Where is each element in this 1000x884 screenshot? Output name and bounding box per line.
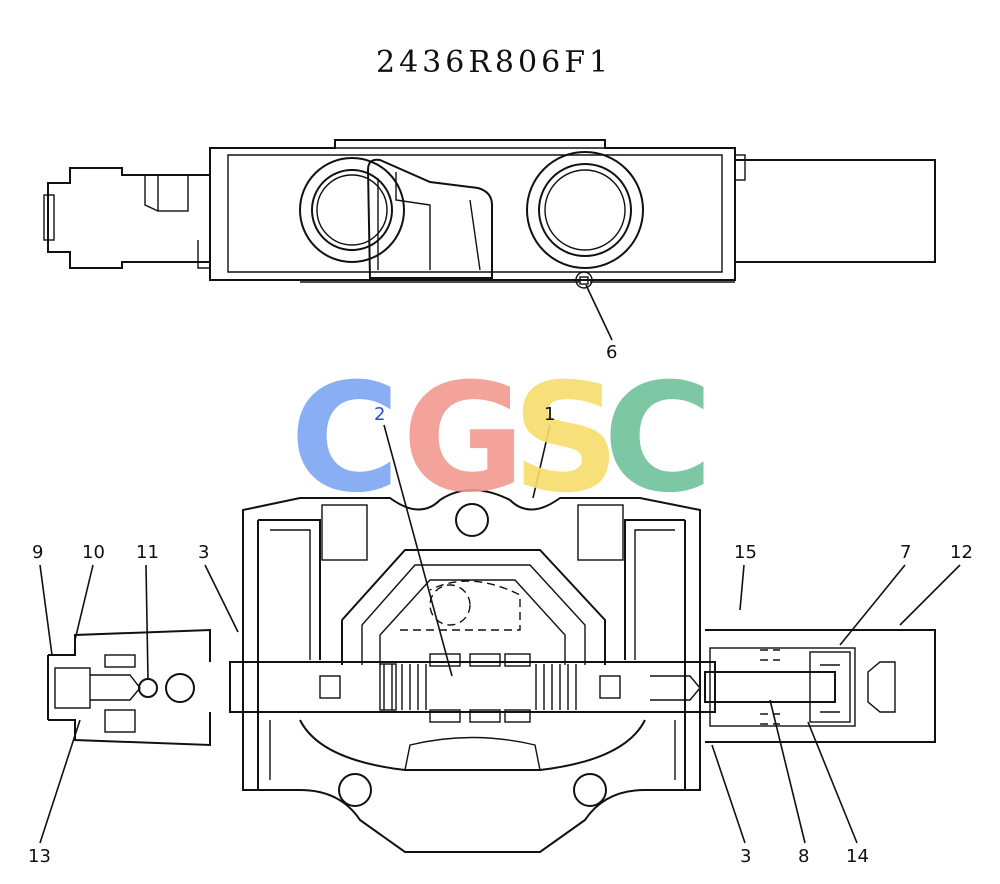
callout-11: 11 (136, 542, 159, 563)
leader-lines (39, 424, 961, 844)
watermark-letter-g: G (402, 352, 525, 526)
cgsc-watermark: C G S C (290, 352, 713, 526)
callout-1: 1 (544, 404, 555, 425)
watermark-letter-c1: C (290, 352, 400, 526)
callout-3-left: 3 (198, 542, 209, 563)
callout-3-right: 3 (740, 846, 751, 867)
top-view-valve (43, 139, 936, 289)
callout-9: 9 (32, 542, 43, 563)
callout-8: 8 (798, 846, 809, 867)
callout-14: 14 (846, 846, 869, 867)
callout-15: 15 (734, 542, 757, 563)
callout-13: 13 (28, 846, 51, 867)
callout-12: 12 (950, 542, 973, 563)
watermark-letter-c2: C (603, 352, 713, 526)
drawing-title: 2436R806F1 (376, 45, 612, 80)
callout-7: 7 (900, 542, 911, 563)
callout-2: 2 (374, 404, 385, 425)
section-view-valve (47, 489, 936, 853)
watermark-letter-s: S (512, 352, 620, 526)
callout-10: 10 (82, 542, 105, 563)
leader-6 (585, 284, 613, 341)
callout-6: 6 (606, 342, 617, 363)
